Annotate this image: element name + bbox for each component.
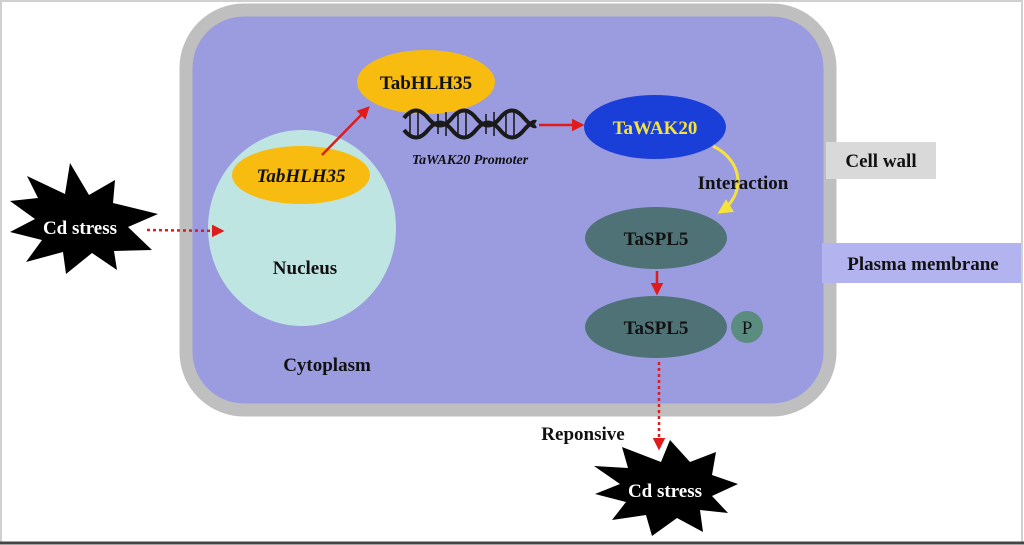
arrow-tabhlh35-translocation (321, 106, 370, 156)
taspl5-phospho-label: TaSPL5 (624, 318, 689, 339)
phosphate-badge (731, 311, 763, 343)
plasma-membrane-label-box (822, 243, 1021, 283)
cytoplasm-label: Cytoplasm (283, 355, 371, 376)
interaction-arrow (712, 144, 740, 214)
tabhlh35-node (357, 50, 495, 114)
tabhlh35-label: TabHLH35 (380, 73, 472, 94)
cell-wall-label-box (826, 142, 936, 179)
taspl5-phospho-node (585, 296, 727, 358)
taspl5-node (585, 207, 727, 269)
cd-stress-left-burst (10, 163, 158, 274)
interaction-label: Interaction (698, 173, 789, 194)
nucleus-label: Nucleus (273, 258, 337, 279)
tawak20-node (584, 95, 726, 159)
arrow-cd-stress-to-nucleus (146, 224, 225, 238)
plasma-membrane-label: Plasma membrane (847, 254, 998, 275)
cell-wall-label: Cell wall (845, 151, 916, 172)
tawak20-label: TaWAK20 (613, 118, 698, 139)
dna-helix-icon (402, 108, 537, 140)
taspl5-label: TaSPL5 (624, 229, 689, 250)
phosphate-label: P (742, 318, 753, 339)
promoter-label: TaWAK20 Promoter (412, 153, 529, 168)
cd-stress-bottom-burst (594, 440, 738, 536)
cd-stress-left-label: Cd stress (43, 218, 117, 239)
cd-stress-bottom-label: Cd stress (628, 481, 702, 502)
tabhlh35-nucleus-node (232, 146, 370, 204)
tabhlh35-nucleus-label: TabHLH35 (256, 166, 346, 187)
reponsive-label: Reponsive (541, 424, 624, 445)
